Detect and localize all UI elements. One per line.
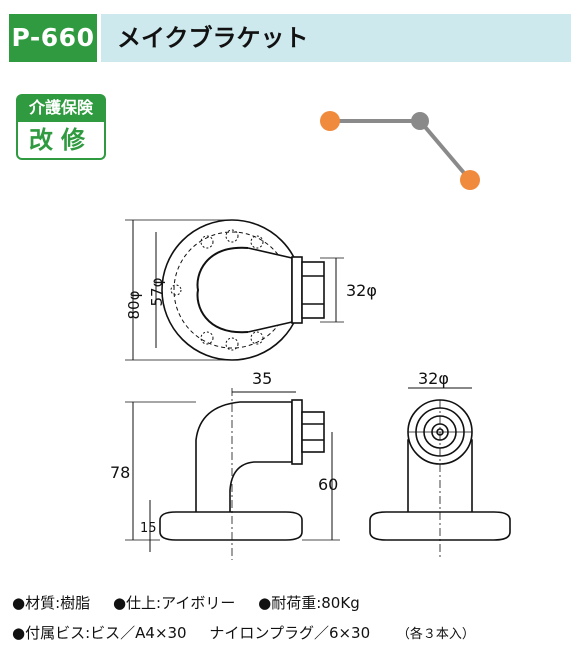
dim-pipe-diameter-front: 32φ	[346, 281, 377, 300]
front-view	[125, 219, 344, 361]
spec-screws: ●付属ビス:ビス／A4×30	[12, 624, 187, 642]
product-code: P-660	[9, 14, 97, 62]
spec-note: （各３本入）	[396, 627, 475, 642]
position-icon	[320, 111, 480, 190]
dim-inner-diameter: 57φ	[148, 277, 166, 306]
dim-pipe-diameter-side: 32φ	[418, 369, 449, 388]
badge-bottom-label: 改修	[16, 122, 106, 160]
spec-material: ●材質:樹脂	[12, 594, 91, 612]
dim-width-35: 35	[252, 369, 272, 388]
rear-view	[369, 387, 511, 560]
care-insurance-badge: 介護保険 改修	[16, 94, 106, 162]
dim-height-60: 60	[318, 475, 338, 494]
spec-load: ●耐荷重:80Kg	[258, 594, 360, 612]
dim-base-15: 15	[140, 521, 157, 536]
badge-top-label: 介護保険	[16, 94, 106, 122]
spec-line-2: ●付属ビス:ビス／A4×30 ナイロンプラグ／6×30 （各３本入）	[12, 622, 493, 643]
technical-drawing: 80φ 57φ 32φ 35 32φ 78 60 15	[110, 111, 511, 560]
spec-finish: ●仕上:アイボリー	[112, 594, 236, 612]
header: P-660 メイクブラケット	[0, 0, 580, 64]
spec-plugs: ナイロンプラグ／6×30	[209, 624, 371, 642]
side-view	[125, 388, 340, 560]
spec-line-1: ●材質:樹脂 ●仕上:アイボリー ●耐荷重:80Kg	[12, 592, 378, 613]
product-title: メイクブラケット	[101, 14, 571, 62]
dim-height-78: 78	[110, 463, 130, 482]
dim-outer-diameter: 80φ	[125, 290, 143, 319]
